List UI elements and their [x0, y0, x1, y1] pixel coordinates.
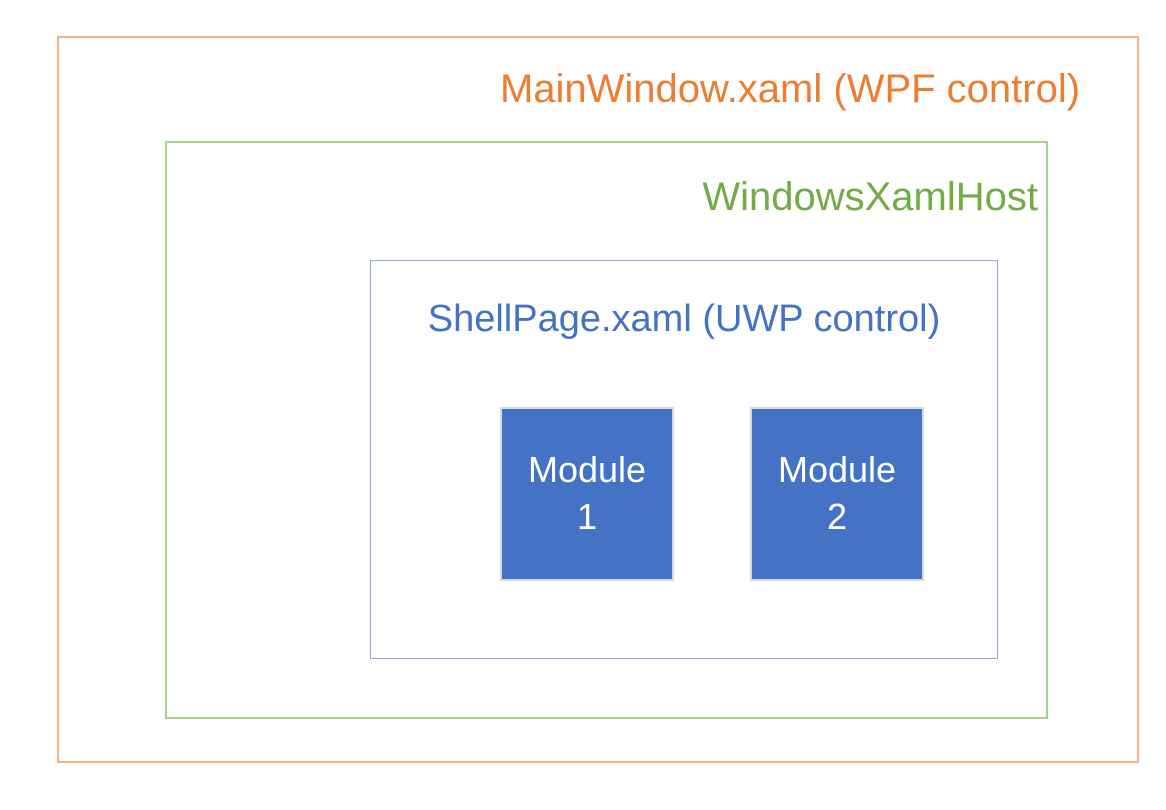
main-window-label: MainWindow.xaml (WPF control): [499, 67, 1081, 111]
xaml-host-box: [165, 141, 1048, 719]
module-1-number: 1: [576, 496, 598, 537]
main-window-box: [57, 36, 1139, 763]
shell-page-box: [370, 260, 998, 659]
xaml-host-label: WindowsXamlHost: [702, 175, 1038, 219]
module-2-name: Module: [777, 449, 897, 491]
module-2-number: 2: [826, 496, 848, 537]
module-2-box: Module 2: [750, 407, 924, 581]
module-1-box: Module 1: [500, 407, 674, 581]
shell-page-label: ShellPage.xaml (UWP control): [427, 298, 941, 340]
module-1-name: Module: [527, 449, 647, 491]
